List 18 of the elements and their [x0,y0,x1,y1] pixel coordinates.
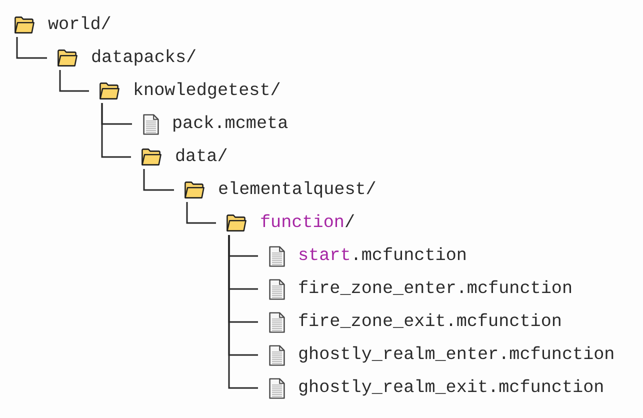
tree-connector [101,103,131,158]
file-name: fire_zone_enter.mcfunction [298,278,573,301]
folder-name: world/ [48,14,112,37]
tree-connector [143,169,174,191]
file-name: ghostly_realm_exit.mcfunction [298,377,604,400]
file-name: pack.mcmeta [172,113,288,136]
file-name: start.mcfunction [298,245,467,268]
tree-connector [59,70,89,92]
tree-connector [186,202,216,224]
file-name: ghostly_realm_enter.mcfunction [298,344,615,367]
folder-name: data/ [175,146,228,169]
folder-name: function/ [260,212,356,235]
file-name: fire_zone_exit.mcfunction [298,311,562,334]
folder-name: elementalquest/ [218,179,376,202]
folder-name: datapacks/ [91,47,197,70]
folder-name: knowledgetest/ [133,80,281,103]
tree-connector [228,235,258,389]
tree-connector [16,37,47,59]
